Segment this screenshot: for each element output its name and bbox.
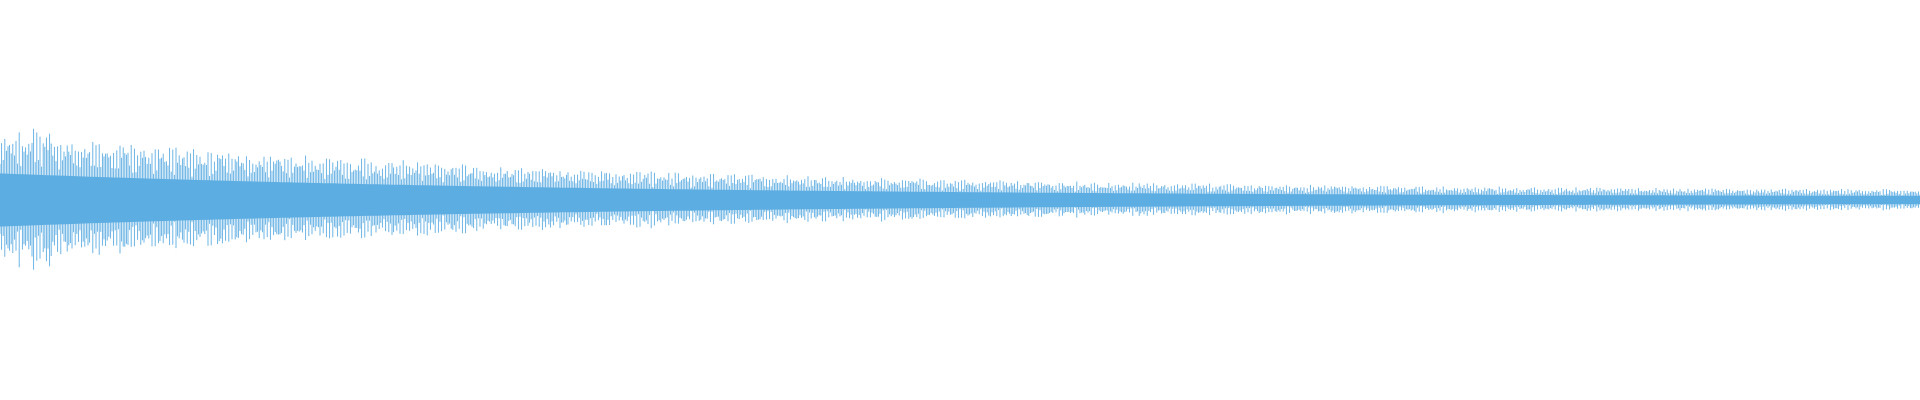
waveform-lines [0,128,1920,270]
